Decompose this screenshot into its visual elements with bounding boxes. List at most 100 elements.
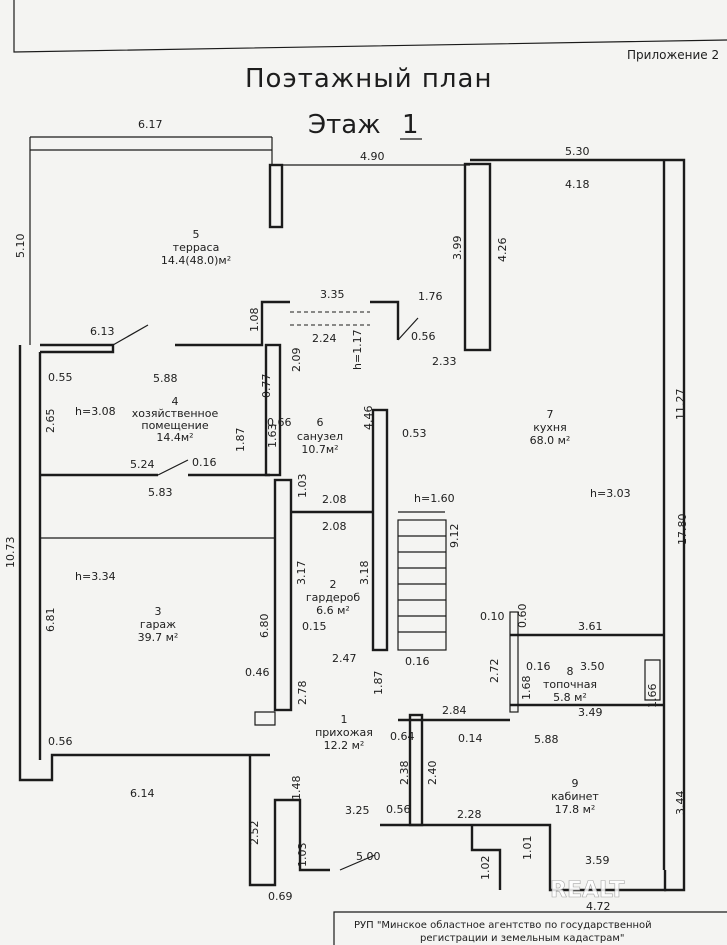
svg-text:1.68: 1.68 [520, 676, 533, 701]
svg-text:2.08: 2.08 [322, 493, 347, 506]
svg-text:3.50: 3.50 [580, 660, 605, 673]
svg-text:санузел: санузел [297, 430, 343, 443]
svg-text:2.28: 2.28 [457, 808, 482, 821]
svg-text:9.12: 9.12 [448, 524, 461, 549]
svg-text:h=1.60: h=1.60 [414, 492, 455, 505]
svg-text:4: 4 [172, 395, 179, 408]
svg-text:4.18: 4.18 [565, 178, 590, 191]
svg-text:h=1.17: h=1.17 [351, 329, 364, 370]
svg-text:10.7м²: 10.7м² [301, 443, 338, 456]
svg-text:0.56: 0.56 [411, 330, 436, 343]
floor-number: 1 [402, 110, 419, 140]
svg-text:0.55: 0.55 [48, 371, 73, 384]
svg-text:4.72: 4.72 [586, 900, 611, 913]
svg-text:5.8 м²: 5.8 м² [553, 691, 587, 704]
svg-text:2.78: 2.78 [296, 681, 309, 706]
svg-text:2.72: 2.72 [488, 659, 501, 684]
svg-text:4.46: 4.46 [362, 406, 375, 431]
svg-text:кабинет: кабинет [551, 790, 599, 803]
svg-text:2.47: 2.47 [332, 652, 357, 665]
outer-walls [18, 158, 686, 892]
svg-text:0.53: 0.53 [402, 427, 427, 440]
svg-text:3: 3 [155, 605, 162, 618]
svg-text:хозяйственное: хозяйственное [132, 407, 219, 420]
svg-text:1.03: 1.03 [296, 843, 309, 868]
svg-text:0.10: 0.10 [480, 610, 505, 623]
svg-text:кухня: кухня [533, 421, 566, 434]
door-swings [112, 317, 419, 871]
svg-text:3.59: 3.59 [585, 854, 610, 867]
svg-text:0.14: 0.14 [458, 732, 483, 745]
room-hall: 1 прихожая 12.2 м² [315, 713, 373, 752]
svg-text:12.2 м²: 12.2 м² [324, 739, 365, 752]
appendix-label: Приложение 2 [627, 48, 719, 62]
svg-text:0.46: 0.46 [245, 666, 270, 679]
svg-text:39.7 м²: 39.7 м² [138, 631, 179, 644]
svg-text:1.08: 1.08 [248, 308, 261, 333]
svg-text:5.83: 5.83 [148, 486, 173, 499]
svg-text:4.26: 4.26 [496, 238, 509, 263]
svg-text:6.14: 6.14 [130, 787, 155, 800]
svg-text:68.0 м²: 68.0 м² [530, 434, 571, 447]
interior-walls [40, 311, 664, 827]
svg-text:6.6 м²: 6.6 м² [316, 604, 350, 617]
svg-text:1.66: 1.66 [646, 684, 659, 709]
svg-text:0.66: 0.66 [267, 416, 292, 429]
svg-text:0.60: 0.60 [516, 604, 529, 629]
svg-text:3.49: 3.49 [578, 706, 603, 719]
svg-text:регистрации и земельным кадаст: регистрации и земельным кадастрам" [420, 933, 624, 944]
svg-text:4.90: 4.90 [360, 150, 385, 163]
svg-text:5.00: 5.00 [356, 850, 381, 863]
room-terrace: 5 терраса 14.4(48.0)м² [161, 228, 231, 267]
room-pantry: 8 топочная 5.8 м² [543, 665, 597, 704]
svg-text:0.16: 0.16 [192, 456, 217, 469]
svg-text:2.08: 2.08 [322, 520, 347, 533]
svg-text:гараж: гараж [140, 618, 176, 631]
room-garage: h=3.34 3 гараж 39.7 м² [75, 570, 178, 644]
svg-text:2.52: 2.52 [248, 821, 261, 846]
svg-text:5.88: 5.88 [153, 372, 178, 385]
svg-text:3.99: 3.99 [451, 236, 464, 261]
svg-text:8: 8 [567, 665, 574, 678]
registration-stamp: РУП "Минское областное агентство по госу… [333, 911, 727, 945]
svg-text:9: 9 [572, 777, 579, 790]
svg-text:0.56: 0.56 [386, 803, 411, 816]
svg-text:0.15: 0.15 [302, 620, 327, 633]
svg-text:1.76: 1.76 [418, 290, 443, 303]
svg-text:0.77: 0.77 [260, 374, 273, 399]
svg-text:0.16: 0.16 [526, 660, 551, 673]
svg-text:6.80: 6.80 [258, 614, 271, 639]
svg-text:гардероб: гардероб [306, 591, 361, 604]
svg-text:1.63: 1.63 [266, 424, 279, 449]
svg-text:5.10: 5.10 [14, 234, 27, 259]
room-wardrobe: 2 гардероб 6.6 м² [306, 578, 361, 617]
svg-text:1.01: 1.01 [521, 836, 534, 861]
svg-text:2.65: 2.65 [44, 409, 57, 434]
svg-text:1.48: 1.48 [290, 776, 303, 801]
svg-text:7: 7 [547, 408, 554, 421]
plan-title: Поэтажный план [245, 64, 492, 94]
svg-text:h=3.03: h=3.03 [590, 487, 631, 500]
svg-text:2.24: 2.24 [312, 332, 337, 345]
svg-text:14.4м²: 14.4м² [156, 431, 193, 444]
svg-text:17.80: 17.80 [676, 514, 689, 546]
svg-text:2.38: 2.38 [398, 761, 411, 786]
floor-label: Этаж [308, 110, 381, 140]
svg-text:2.09: 2.09 [290, 348, 303, 373]
svg-text:h=3.08: h=3.08 [75, 405, 116, 418]
vertical-dimension-labels: 5.10 3.99 4.26 1.08 h=1.17 0.77 2.09 2.6… [4, 234, 689, 881]
svg-text:3.44: 3.44 [674, 791, 687, 816]
room-kitchen: 7 кухня 68.0 м² h=3.03 [530, 408, 631, 500]
svg-text:5.88: 5.88 [534, 733, 559, 746]
svg-text:1: 1 [341, 713, 348, 726]
svg-text:терраса: терраса [173, 241, 220, 254]
svg-text:5.24: 5.24 [130, 458, 155, 471]
svg-text:3.17: 3.17 [295, 561, 308, 586]
room-bathroom: 6 санузел 10.7м² [297, 416, 343, 456]
svg-text:2: 2 [330, 578, 337, 591]
room-utility: 4 хозяйственное помещение 14.4м² h=3.08 [75, 395, 218, 444]
svg-text:0.69: 0.69 [268, 890, 293, 903]
svg-text:0.16: 0.16 [405, 655, 430, 668]
room-office: 9 кабинет 17.8 м² [551, 777, 599, 816]
svg-text:3.61: 3.61 [578, 620, 603, 633]
